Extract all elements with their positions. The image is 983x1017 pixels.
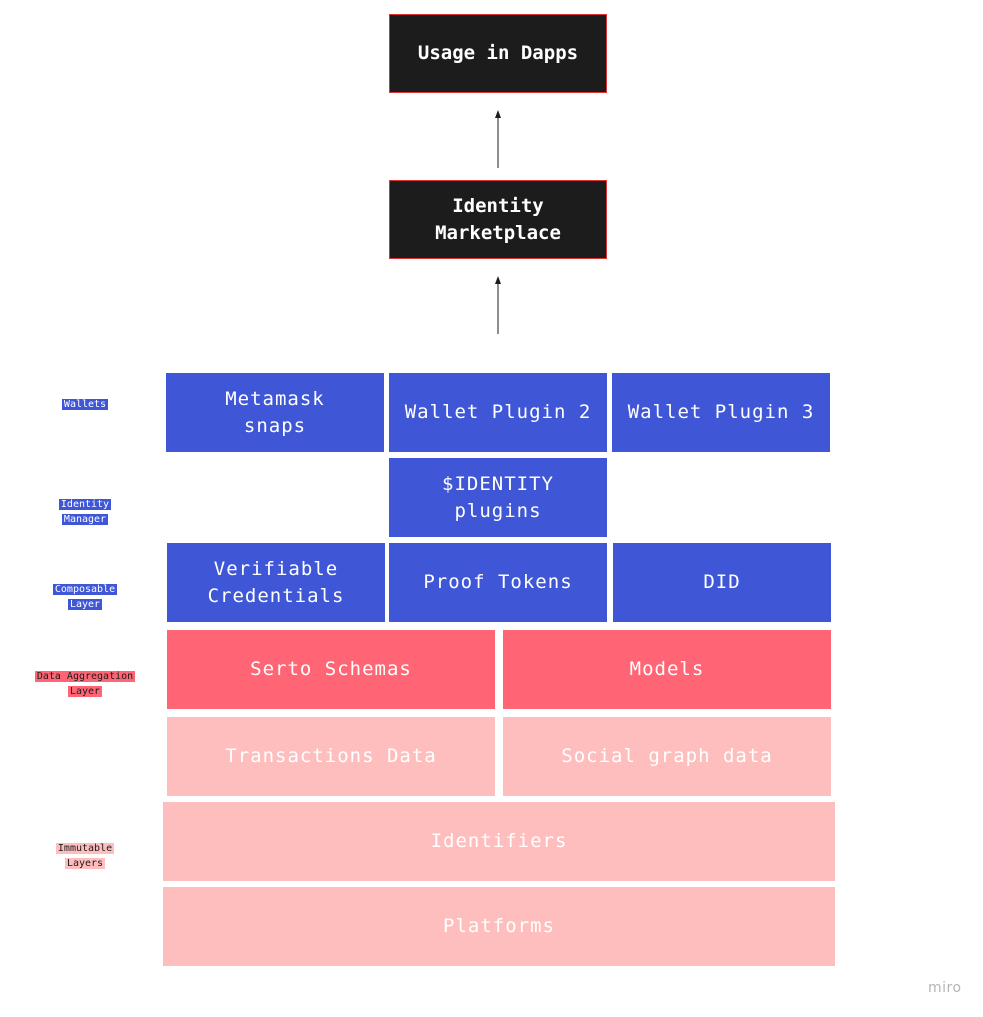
proof-tokens-box[interactable]: Proof Tokens xyxy=(389,543,607,622)
platforms-box[interactable]: Platforms xyxy=(163,887,835,966)
arrow-up-icon xyxy=(495,110,501,168)
immutable-layers-label: Immutable Layers xyxy=(55,843,115,869)
composable-layer-label: Composable Layer xyxy=(52,584,118,610)
serto-schemas-box[interactable]: Serto Schemas xyxy=(167,630,495,709)
identifiers-box[interactable]: Identifiers xyxy=(163,802,835,881)
wallet-plugin-2-box[interactable]: Wallet Plugin 2 xyxy=(389,373,607,452)
verifiable-credentials-box[interactable]: Verifiable Credentials xyxy=(167,543,385,622)
wallets-layer-label: Wallets xyxy=(61,399,109,410)
social-graph-data-box[interactable]: Social graph data xyxy=(503,717,831,796)
identity-manager-layer-label: Identity Manager xyxy=(58,499,112,525)
miro-watermark: miro xyxy=(928,980,962,996)
did-box[interactable]: DID xyxy=(613,543,831,622)
data-aggregation-layer-label: Data Aggregation Layer xyxy=(34,671,136,697)
identity-marketplace-box[interactable]: Identity Marketplace xyxy=(389,180,607,259)
arrow-up-icon xyxy=(495,276,501,334)
usage-in-dapps-box[interactable]: Usage in Dapps xyxy=(389,14,607,93)
identity-plugins-box[interactable]: $IDENTITY plugins xyxy=(389,458,607,537)
metamask-snaps-box[interactable]: Metamask snaps xyxy=(166,373,384,452)
transactions-data-box[interactable]: Transactions Data xyxy=(167,717,495,796)
wallet-plugin-3-box[interactable]: Wallet Plugin 3 xyxy=(612,373,830,452)
models-box[interactable]: Models xyxy=(503,630,831,709)
